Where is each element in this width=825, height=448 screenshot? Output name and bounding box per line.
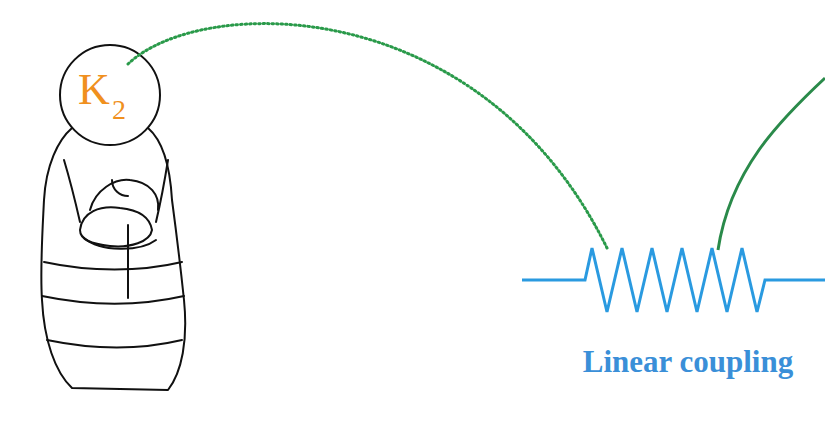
matryoshka-doll <box>41 45 185 390</box>
caption-label: Linear coupling <box>583 346 793 377</box>
resistor-symbol <box>522 248 825 312</box>
solid-wire <box>718 78 825 250</box>
symbol-letter: K <box>78 68 110 112</box>
subscript-number: 2 <box>112 96 126 124</box>
dotted-wire <box>128 24 607 248</box>
